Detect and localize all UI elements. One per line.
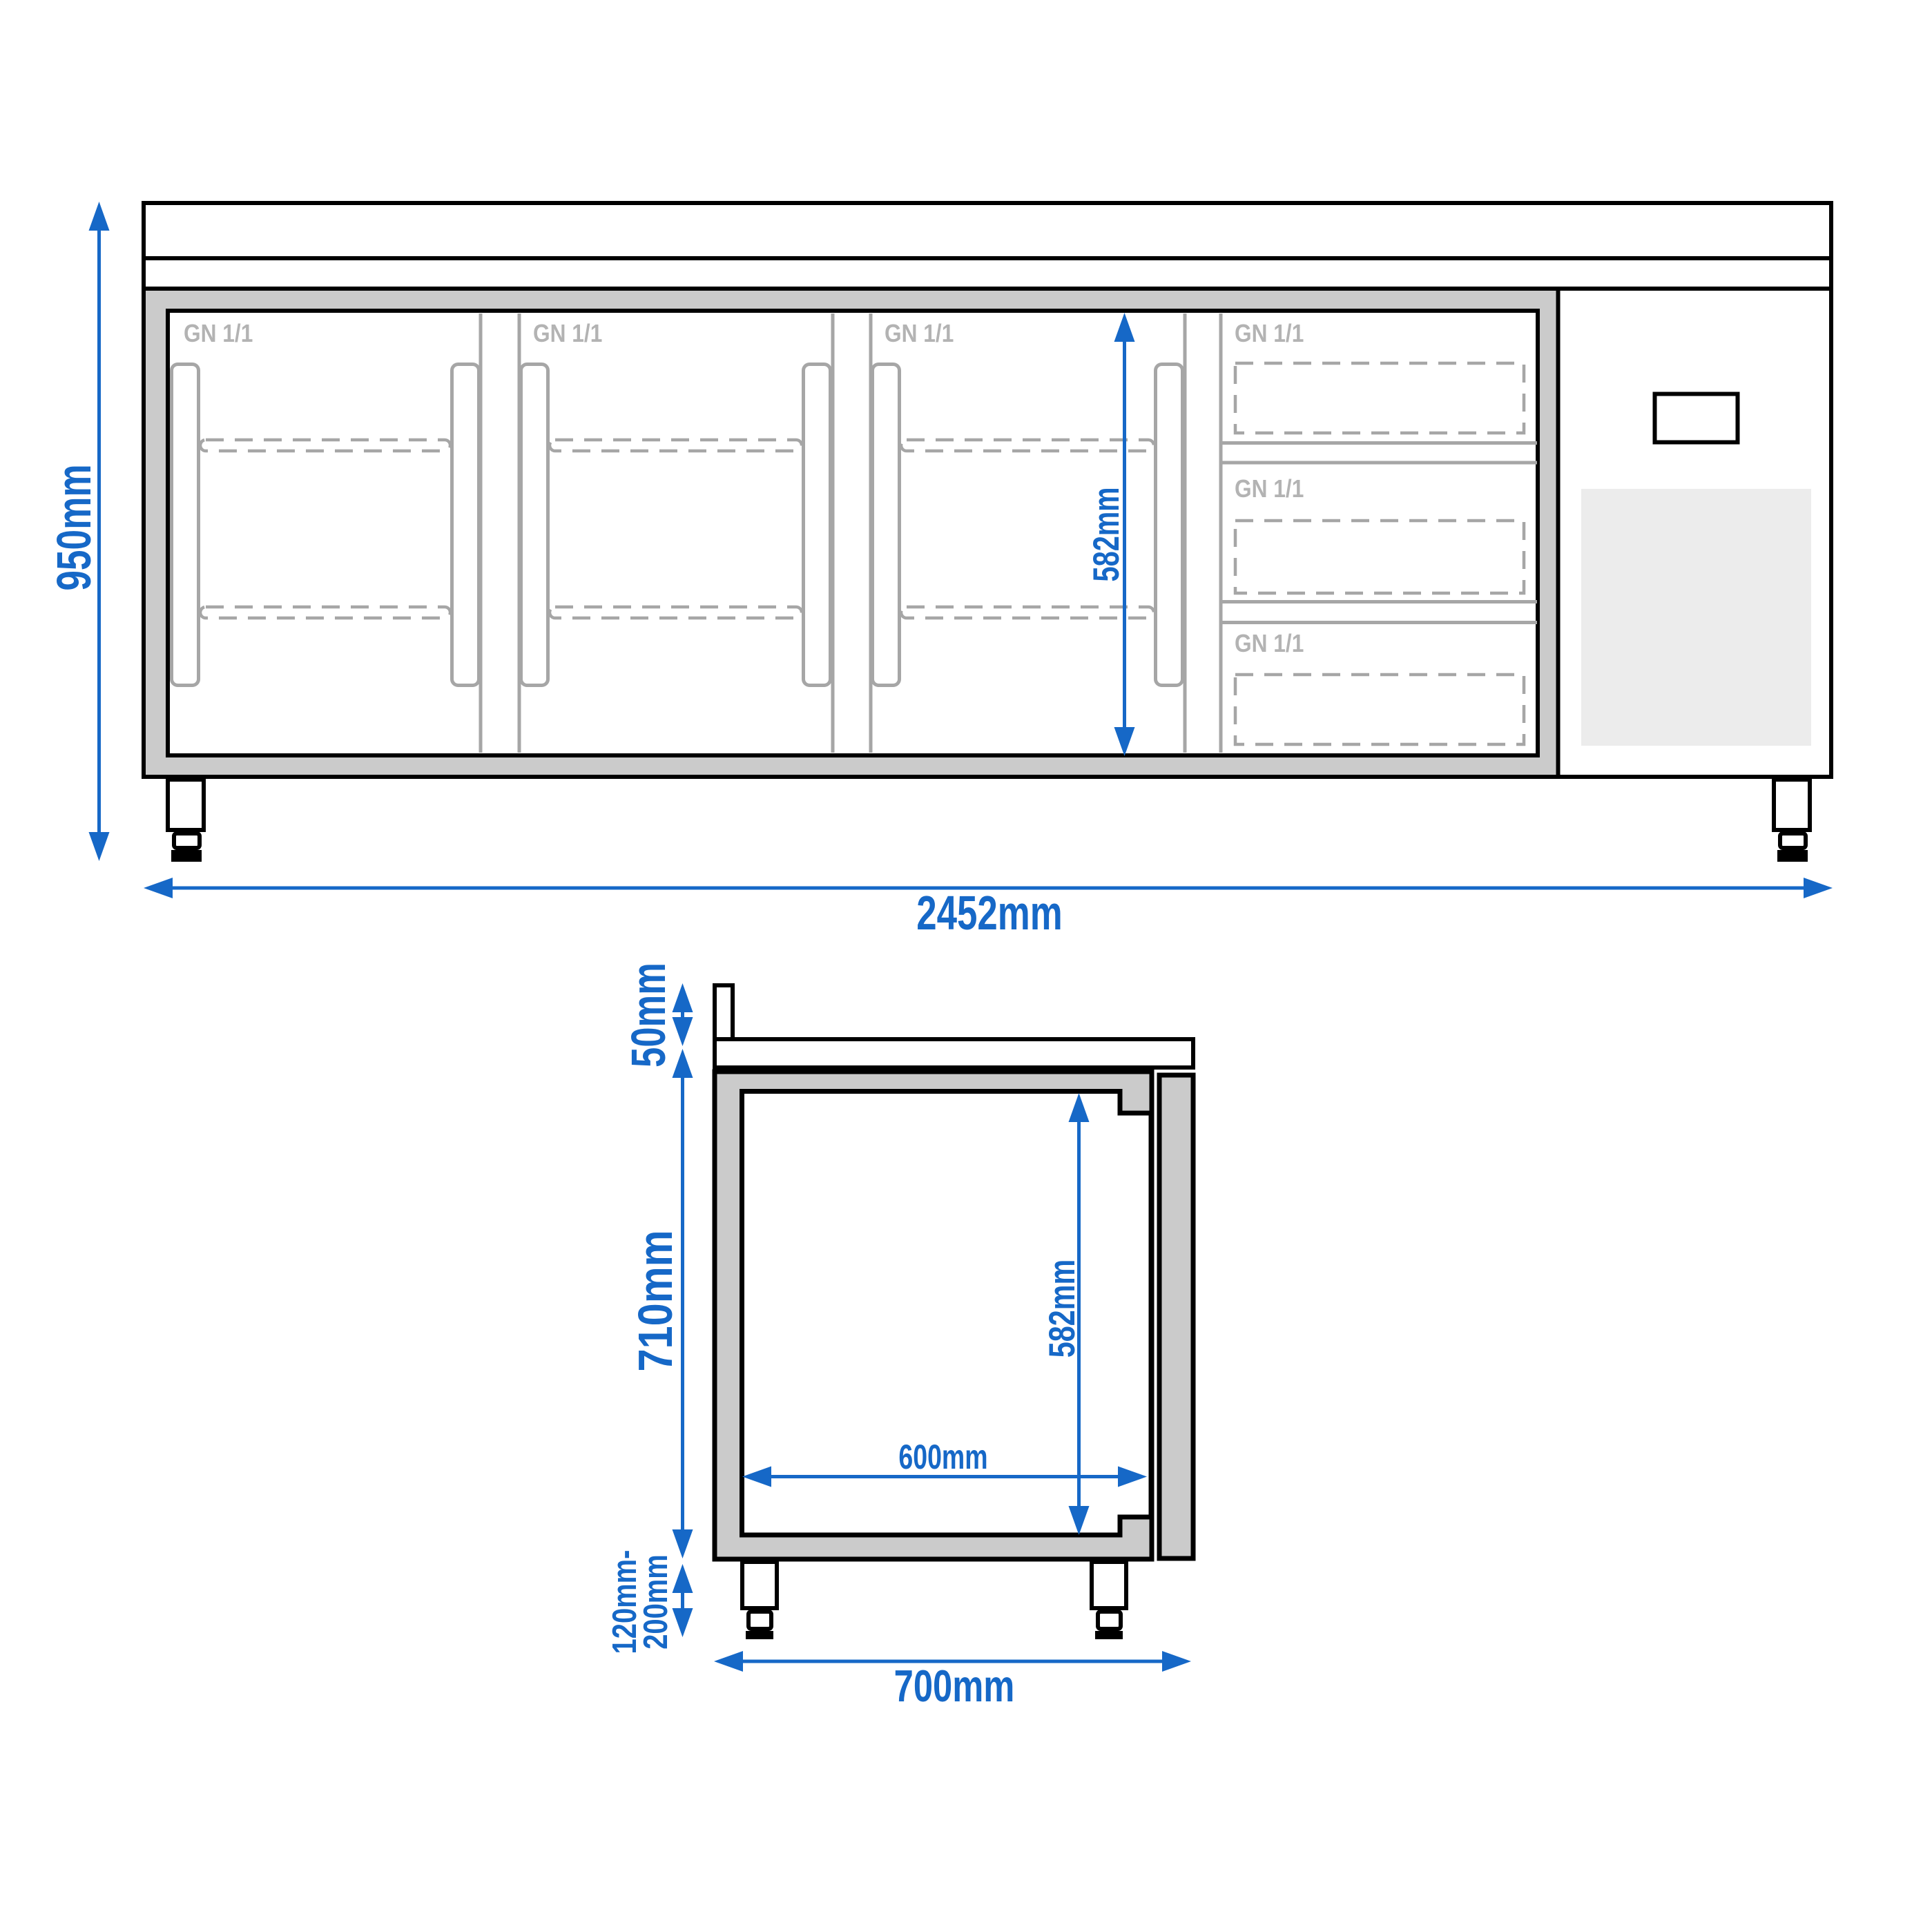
svg-text:GN 1/1: GN 1/1 xyxy=(1235,320,1304,347)
svg-text:GN 1/1: GN 1/1 xyxy=(533,320,602,347)
svg-text:2452mm: 2452mm xyxy=(916,887,1063,940)
svg-text:710mm: 710mm xyxy=(628,1230,682,1371)
svg-text:GN 1/1: GN 1/1 xyxy=(1235,475,1304,503)
svg-text:582mm: 582mm xyxy=(1042,1259,1083,1358)
svg-text:50mm: 50mm xyxy=(622,963,676,1068)
svg-text:700mm: 700mm xyxy=(894,1661,1015,1711)
svg-text:950mm: 950mm xyxy=(48,464,102,590)
svg-text:GN 1/1: GN 1/1 xyxy=(1235,630,1304,657)
svg-text:200mm: 200mm xyxy=(637,1554,675,1650)
svg-text:120mm-: 120mm- xyxy=(606,1550,644,1654)
svg-text:GN 1/1: GN 1/1 xyxy=(885,320,954,347)
svg-text:600mm: 600mm xyxy=(898,1438,987,1476)
svg-text:582mm: 582mm xyxy=(1085,487,1126,582)
svg-text:GN 1/1: GN 1/1 xyxy=(184,320,253,347)
